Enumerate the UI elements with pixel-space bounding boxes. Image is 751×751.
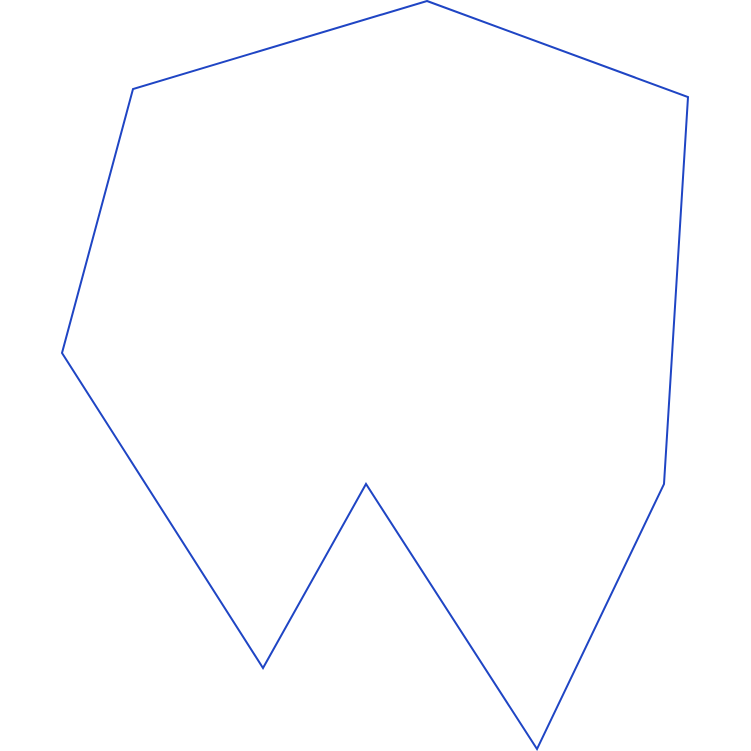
polygon-outline [60,0,690,751]
